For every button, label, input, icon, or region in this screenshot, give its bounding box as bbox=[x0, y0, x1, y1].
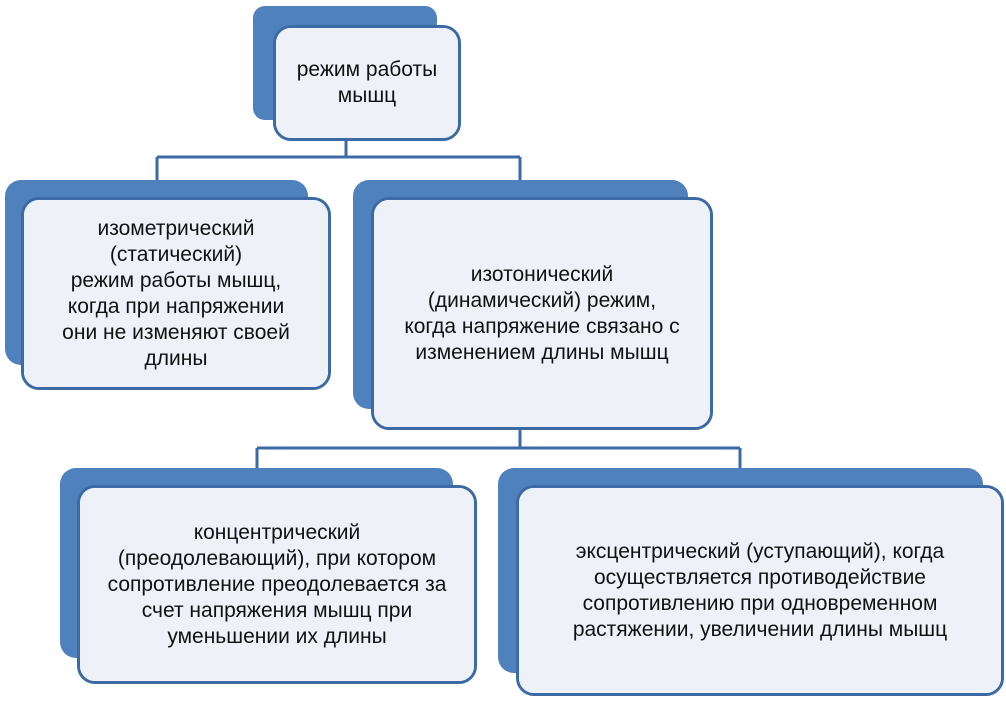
node-isometric-box: изометрический (статический) режим работ… bbox=[21, 197, 331, 390]
connector-root-to-children bbox=[155, 138, 522, 180]
node-eccentric-fill bbox=[519, 488, 1001, 693]
node-isotonic-box: изотонический (динамический) режим, когд… bbox=[371, 197, 713, 430]
node-concentric-label: концентрический (преодолевающий), при ко… bbox=[107, 520, 447, 648]
node-isometric-fill bbox=[24, 200, 328, 387]
node-root-fill bbox=[276, 28, 458, 138]
node-isotonic-fill bbox=[374, 200, 710, 427]
node-isometric-label: изометрический (статический) режим работ… bbox=[62, 216, 290, 370]
node-concentric-box: концентрический (преодолевающий), при ко… bbox=[77, 485, 477, 684]
node-root-box: режим работы мышц bbox=[273, 25, 461, 141]
node-root-label: режим работы мышц bbox=[296, 58, 438, 107]
connector-isotonic-to-children bbox=[255, 425, 742, 468]
node-eccentric-label: эксцентрический (уступающий), когда осущ… bbox=[572, 539, 948, 641]
node-isotonic-label: изотонический (динамический) режим, когд… bbox=[404, 262, 680, 364]
node-concentric-fill bbox=[80, 488, 474, 681]
node-eccentric-box: эксцентрический (уступающий), когда осущ… bbox=[516, 485, 1004, 696]
